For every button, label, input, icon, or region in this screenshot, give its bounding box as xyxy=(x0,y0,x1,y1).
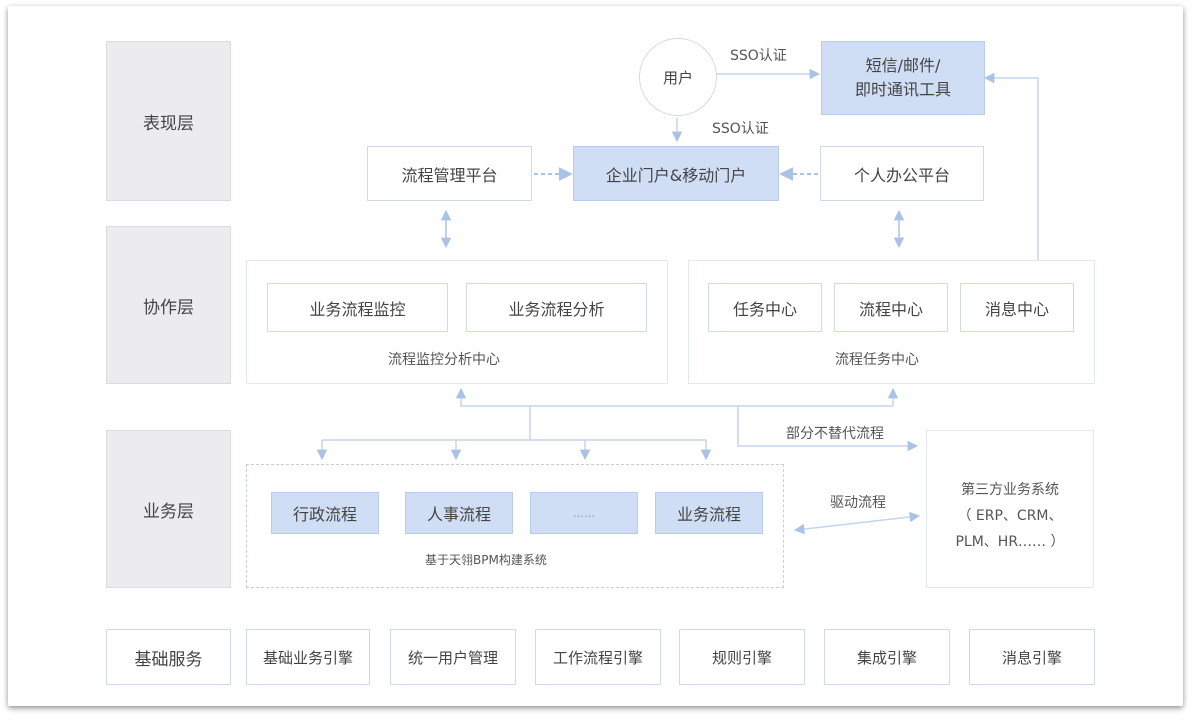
foundation-item-3: 工作流程引擎 xyxy=(535,629,661,685)
portal-box: 企业门户&移动门户 xyxy=(573,146,779,201)
personal-office-box: 个人办公平台 xyxy=(820,146,984,201)
sso-label-mid: SSO认证 xyxy=(712,121,769,137)
third-party-line2: （ ERP、CRM、 xyxy=(957,508,1063,524)
bpm-caption: 基于天翎BPM构建系统 xyxy=(425,553,547,567)
foundation-item-2: 统一用户管理 xyxy=(390,629,516,685)
task-item-3: 消息中心 xyxy=(960,283,1074,332)
layer-foundation: 基础服务 xyxy=(106,629,231,685)
third-party-text: 第三方业务系统 （ ERP、CRM、 PLM、HR…… ） xyxy=(926,476,1094,556)
process-hr: 人事流程 xyxy=(405,492,513,534)
drive-process-arrow xyxy=(793,511,921,535)
drive-label: 驱动流程 xyxy=(830,495,886,511)
messaging-to-message-center-arrow xyxy=(983,72,1044,279)
messaging-line1: 短信/邮件/ xyxy=(865,56,941,75)
messaging-line2: 即时通讯工具 xyxy=(854,80,951,99)
process-admin: 行政流程 xyxy=(271,492,379,534)
monitor-item-1: 业务流程监控 xyxy=(267,283,448,332)
monitor-center-caption: 流程监控分析中心 xyxy=(388,352,500,368)
layer-presentation: 表现层 xyxy=(106,41,231,201)
foundation-item-6: 消息引擎 xyxy=(969,629,1095,685)
replace-label: 部分不替代流程 xyxy=(786,426,884,442)
messaging-tools-box: 短信/邮件/ 即时通讯工具 xyxy=(821,41,985,115)
third-party-line1: 第三方业务系统 xyxy=(961,482,1059,498)
foundation-item-4: 规则引擎 xyxy=(679,629,805,685)
monitor-item-2: 业务流程分析 xyxy=(466,283,647,332)
process-business: 业务流程 xyxy=(655,492,763,534)
layer-collaboration: 协作层 xyxy=(106,226,231,384)
foundation-item-5: 集成引擎 xyxy=(824,629,950,685)
process-more: …… xyxy=(530,492,638,534)
foundation-item-1: 基础业务引擎 xyxy=(246,629,370,685)
business-up-arrows xyxy=(455,387,899,407)
user-node: 用户 xyxy=(639,38,717,116)
layer-business: 业务层 xyxy=(106,430,231,588)
sso-label-top: SSO认证 xyxy=(730,48,787,64)
replace-to-third-party-arrow xyxy=(737,406,919,452)
task-item-1: 任务中心 xyxy=(708,283,822,332)
process-platform-box: 流程管理平台 xyxy=(367,146,532,201)
task-item-2: 流程中心 xyxy=(834,283,948,332)
third-party-line3: PLM、HR…… ） xyxy=(955,534,1065,550)
task-center-caption: 流程任务中心 xyxy=(835,352,919,368)
third-party-panel xyxy=(926,430,1094,588)
